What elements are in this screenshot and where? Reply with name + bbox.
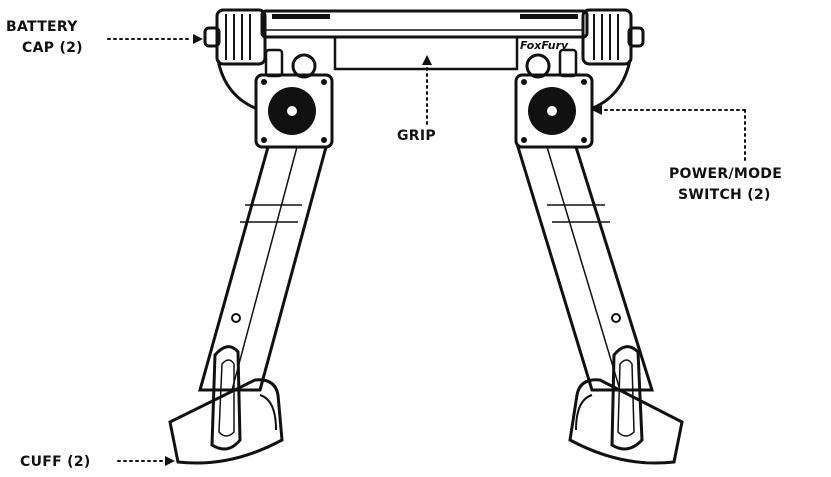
label-cuff: CUFF (2) — [20, 454, 91, 470]
callout-cuff: CUFF (2) — [20, 454, 175, 470]
arrow-cuff-icon — [165, 456, 175, 466]
right-arm — [515, 145, 655, 392]
left-arm — [198, 145, 328, 392]
label-battery-cap-line1: BATTERY — [6, 19, 78, 35]
arrow-power-mode-icon — [592, 105, 602, 115]
device-illustration: FoxFury — [168, 8, 684, 465]
brand-logo-text: FoxFury — [520, 39, 569, 52]
grip-bar: FoxFury — [260, 9, 589, 71]
label-grip: GRIP — [397, 128, 436, 144]
right-end-cap — [581, 8, 645, 66]
callout-power-mode-switch: POWER/MODE SWITCH (2) — [592, 105, 782, 203]
callout-grip: GRIP — [397, 55, 436, 144]
label-power-mode-line1: POWER/MODE — [669, 166, 782, 182]
callout-battery-cap: BATTERY CAP (2) — [6, 19, 203, 56]
arrow-battery-cap-icon — [193, 34, 203, 44]
right-cuff — [568, 345, 684, 465]
right-lamp-housing — [514, 48, 632, 149]
left-end-cap — [203, 8, 267, 66]
label-power-mode-line2: SWITCH (2) — [678, 187, 771, 203]
label-battery-cap-line2: CAP (2) — [22, 40, 83, 56]
arrow-grip-icon — [422, 55, 432, 65]
left-cuff — [168, 345, 284, 465]
